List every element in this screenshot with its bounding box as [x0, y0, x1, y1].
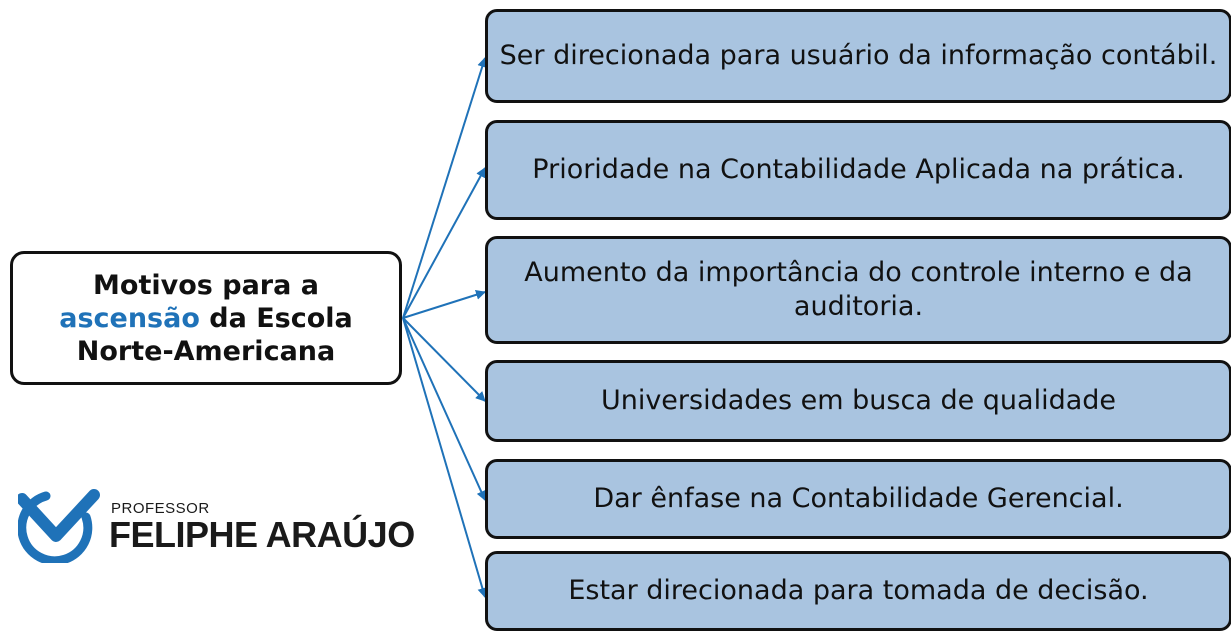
central-topic-box: Motivos para a ascensão da Escola Norte-… [10, 251, 402, 385]
reason-text-2: Prioridade na Contabilidade Aplicada na … [532, 154, 1185, 185]
connector-arrow-2 [402, 167, 486, 319]
professor-logo: PROFESSOR FELIPHE ARAÚJO [18, 483, 418, 563]
reason-box-1: Ser direcionada para usuário da informaç… [485, 9, 1231, 103]
logo-check-icon [18, 489, 100, 563]
reason-text-6: Estar direcionada para tomada de decisão… [568, 575, 1149, 606]
reason-box-5: Dar ênfase na Contabilidade Gerencial. [485, 459, 1231, 539]
logo-name-text: FELIPHE ARAÚJO [109, 514, 415, 555]
reason-box-2: Prioridade na Contabilidade Aplicada na … [485, 120, 1231, 220]
connector-arrow-6 [402, 317, 488, 598]
connector-arrow-4 [402, 317, 486, 402]
logo-small-text: PROFESSOR [111, 500, 210, 517]
connector-arrow-1 [402, 57, 488, 319]
central-topic-line-1: Motivos para a [93, 269, 319, 301]
reason-text-3: Aumento da importância do controle inter… [524, 257, 1193, 322]
central-topic-line-2-rest: da Escola [199, 302, 353, 334]
central-topic-accent-word: ascensão [59, 302, 200, 334]
reason-text-5: Dar ênfase na Contabilidade Gerencial. [593, 483, 1124, 514]
connector-arrow-5 [402, 317, 486, 501]
central-topic-line-2: ascensão da Escola [59, 302, 353, 335]
reason-text-1: Ser direcionada para usuário da informaç… [499, 40, 1218, 71]
reason-text-4: Universidades em busca de qualidade [600, 385, 1117, 416]
reason-box-4: Universidades em busca de qualidade [485, 360, 1231, 442]
connector-arrow-3 [402, 289, 486, 319]
central-topic-line-3: Norte-Americana [76, 335, 336, 367]
reason-box-3: Aumento da importância do controle inter… [485, 236, 1231, 344]
reason-box-6: Estar direcionada para tomada de decisão… [485, 551, 1231, 631]
